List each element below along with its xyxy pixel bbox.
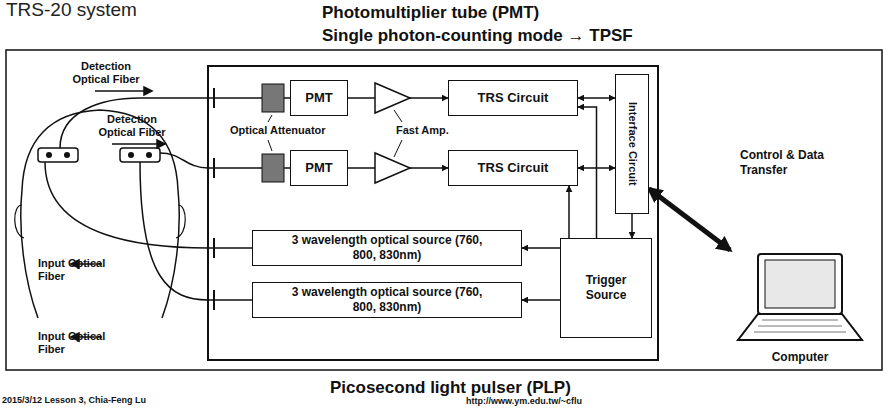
edge-label: Control & Data Transfer xyxy=(740,148,840,178)
pmt-box: PMT xyxy=(290,150,348,186)
optical-fibers xyxy=(45,98,208,300)
laptop-icon xyxy=(730,248,870,348)
pmt-box: PMT xyxy=(290,80,348,116)
probe-pad xyxy=(38,148,78,162)
node-text: TRS Circuit xyxy=(478,160,549,176)
interface-circuit-box: Interface Circuit xyxy=(615,74,649,214)
trs-circuit-box: TRS Circuit xyxy=(448,150,578,186)
fiber-label: Detection Optical Fiber xyxy=(92,113,172,139)
trigger-source-box: Trigger Source xyxy=(560,238,652,338)
amplifier-symbol xyxy=(375,153,410,183)
head-outline xyxy=(21,110,179,318)
signal-connector xyxy=(568,186,570,238)
node-text: 3 wavelength optical source (760, 800, 8… xyxy=(287,285,487,315)
fiber-label: Detection Optical Fiber xyxy=(66,60,146,86)
signal-connector xyxy=(522,299,560,301)
direction-arrows xyxy=(71,87,165,341)
signal-connector xyxy=(578,97,615,99)
node-text: PMT xyxy=(305,90,332,106)
header-label: Photomultiplier tube (PMT) xyxy=(322,3,539,23)
signal-connector xyxy=(522,247,560,249)
node-text: Trigger Source xyxy=(571,273,641,303)
fiber-label: Input Optical Fiber xyxy=(38,330,116,356)
slide-title: TRS-20 system xyxy=(6,0,137,20)
instrument-housing xyxy=(208,66,658,360)
fiber-ports xyxy=(213,88,215,310)
optical-attenuator xyxy=(262,84,284,112)
outer-frame xyxy=(6,50,882,370)
node-text: 3 wavelength optical source (760, 800, 8… xyxy=(287,233,487,263)
footer-url: http://www.ym.edu.tw/~cflu xyxy=(466,396,582,407)
trs-circuit-box: TRS Circuit xyxy=(448,80,578,116)
header-label: Single photon-counting mode → TPSF xyxy=(322,26,633,46)
optical-attenuator xyxy=(262,154,284,182)
footer-label: Picosecond light pulser (PLP) xyxy=(330,378,571,398)
footer-note: 2015/3/12 Lesson 3, Chia-Feng Lu xyxy=(2,395,146,406)
light-source-box: 3 wavelength optical source (760, 800, 8… xyxy=(252,230,522,266)
amplifier-symbol xyxy=(375,83,410,113)
ear xyxy=(176,205,185,238)
node-text: TRS Circuit xyxy=(478,90,549,106)
probe-pad xyxy=(120,148,160,162)
fiber-label: Input Optical Fiber xyxy=(38,257,116,283)
computer-node: Computer xyxy=(730,248,870,366)
node-text: Interface Circuit xyxy=(625,102,639,186)
node-text: PMT xyxy=(305,160,332,176)
ear xyxy=(15,205,24,238)
light-source-box: 3 wavelength optical source (760, 800, 8… xyxy=(252,282,522,318)
attenuator-label: Optical Attenuator xyxy=(230,124,326,137)
signal-connector xyxy=(578,107,597,238)
data-link-arrow xyxy=(649,189,730,250)
amplifier-label: Fast Amp. xyxy=(396,124,449,137)
signal-connector xyxy=(631,214,633,238)
optodes xyxy=(46,152,152,158)
node-text: Computer xyxy=(772,350,829,365)
